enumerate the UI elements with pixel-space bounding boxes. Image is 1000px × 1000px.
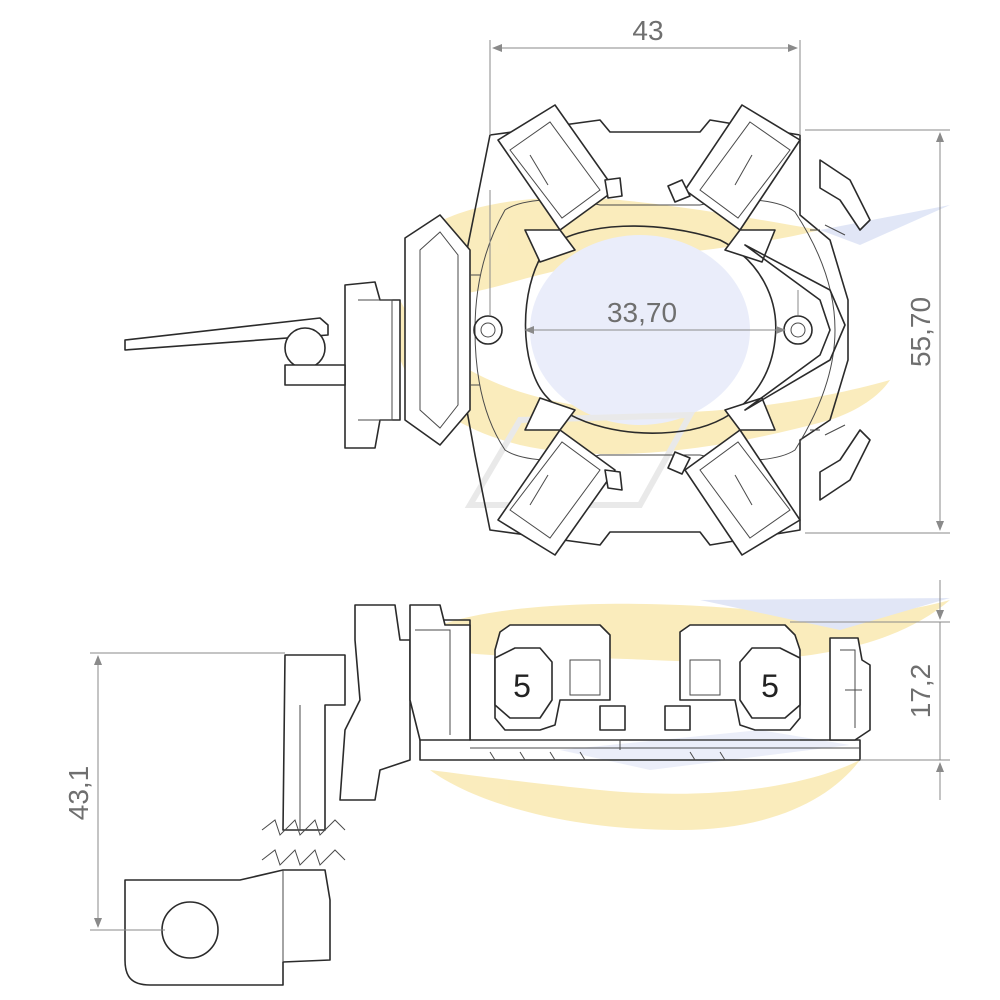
dim-label-inner-spacing: 33,70 [607,297,677,328]
mount-hole-right [783,315,813,345]
side-base-plate [419,619,861,761]
watermark-logo [395,197,950,830]
side-view: 5 5 [124,604,871,986]
brush-box-bottom-left [497,397,616,556]
dimension-inner-spacing: 33,70 [489,190,799,334]
brush-mark-left: 5 [513,668,531,704]
terminal-connector [124,214,471,449]
top-view [124,104,871,556]
dim-label-height-right: 55,70 [905,297,936,367]
brush-box-top-right [684,104,801,263]
dim-label-top-width: 43 [632,15,663,46]
dimension-side-height: 17,2 [790,580,950,800]
dim-label-side-height: 17,2 [905,664,936,719]
mount-hole-left [473,315,503,345]
dimension-side-length: 43,1 [63,652,285,931]
side-brush-right: 5 [664,624,801,731]
side-brush-left: 5 [494,624,626,731]
dimension-top-width: 43 [489,15,801,135]
center-bore [524,225,777,434]
brush-box-bottom-right [684,397,801,556]
spring-bracket [744,244,846,411]
dim-label-side-length: 43,1 [63,766,94,821]
dimension-height-right: 55,70 [805,129,950,534]
brush-mark-right: 5 [761,668,779,704]
